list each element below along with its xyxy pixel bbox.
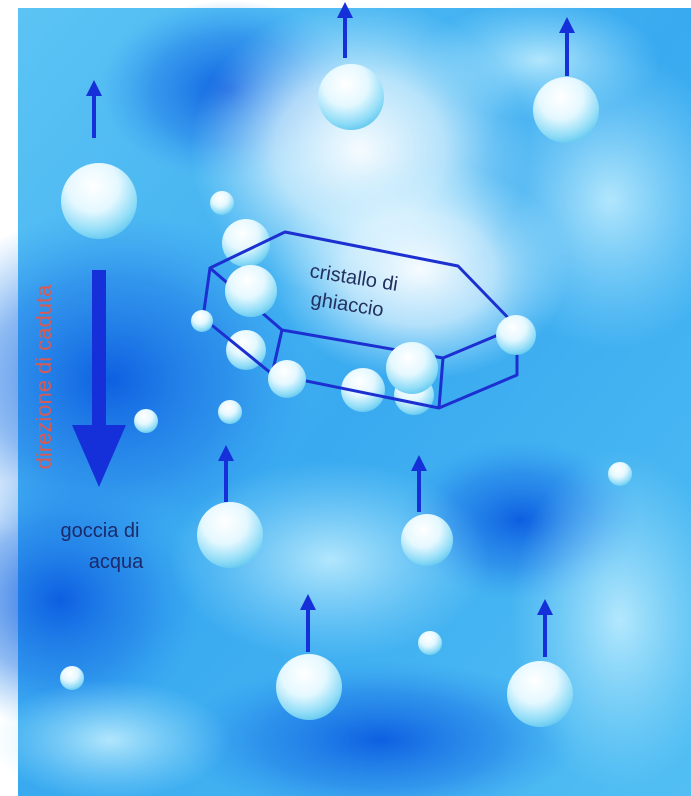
water-droplet [318, 64, 384, 130]
small-droplets [60, 409, 632, 690]
water-droplet [268, 360, 306, 398]
water-droplet [341, 368, 385, 412]
water-droplet [507, 661, 573, 727]
water-droplet [496, 315, 536, 355]
water-droplet [191, 310, 213, 332]
fall-direction-arrow-icon [72, 270, 126, 487]
water-droplet [418, 631, 442, 655]
water-droplet [210, 191, 234, 215]
water-droplet [218, 400, 242, 424]
upward-arrows [86, 2, 575, 657]
water-droplet [386, 342, 438, 394]
water-droplet [608, 462, 632, 486]
droplet-label-line1: goccia di [61, 520, 140, 542]
water-droplet [61, 163, 137, 239]
droplet-label-line2: acqua [89, 551, 144, 573]
water-droplet [134, 409, 158, 433]
water-droplet [197, 502, 263, 568]
rising-droplets [61, 64, 599, 727]
water-droplet [276, 654, 342, 720]
water-droplet [401, 514, 453, 566]
water-droplet [225, 265, 277, 317]
droplets-on-crystal [191, 191, 536, 424]
fall-direction-label: direzione di caduta [31, 284, 56, 469]
water-droplet [60, 666, 84, 690]
water-droplet [533, 77, 599, 143]
